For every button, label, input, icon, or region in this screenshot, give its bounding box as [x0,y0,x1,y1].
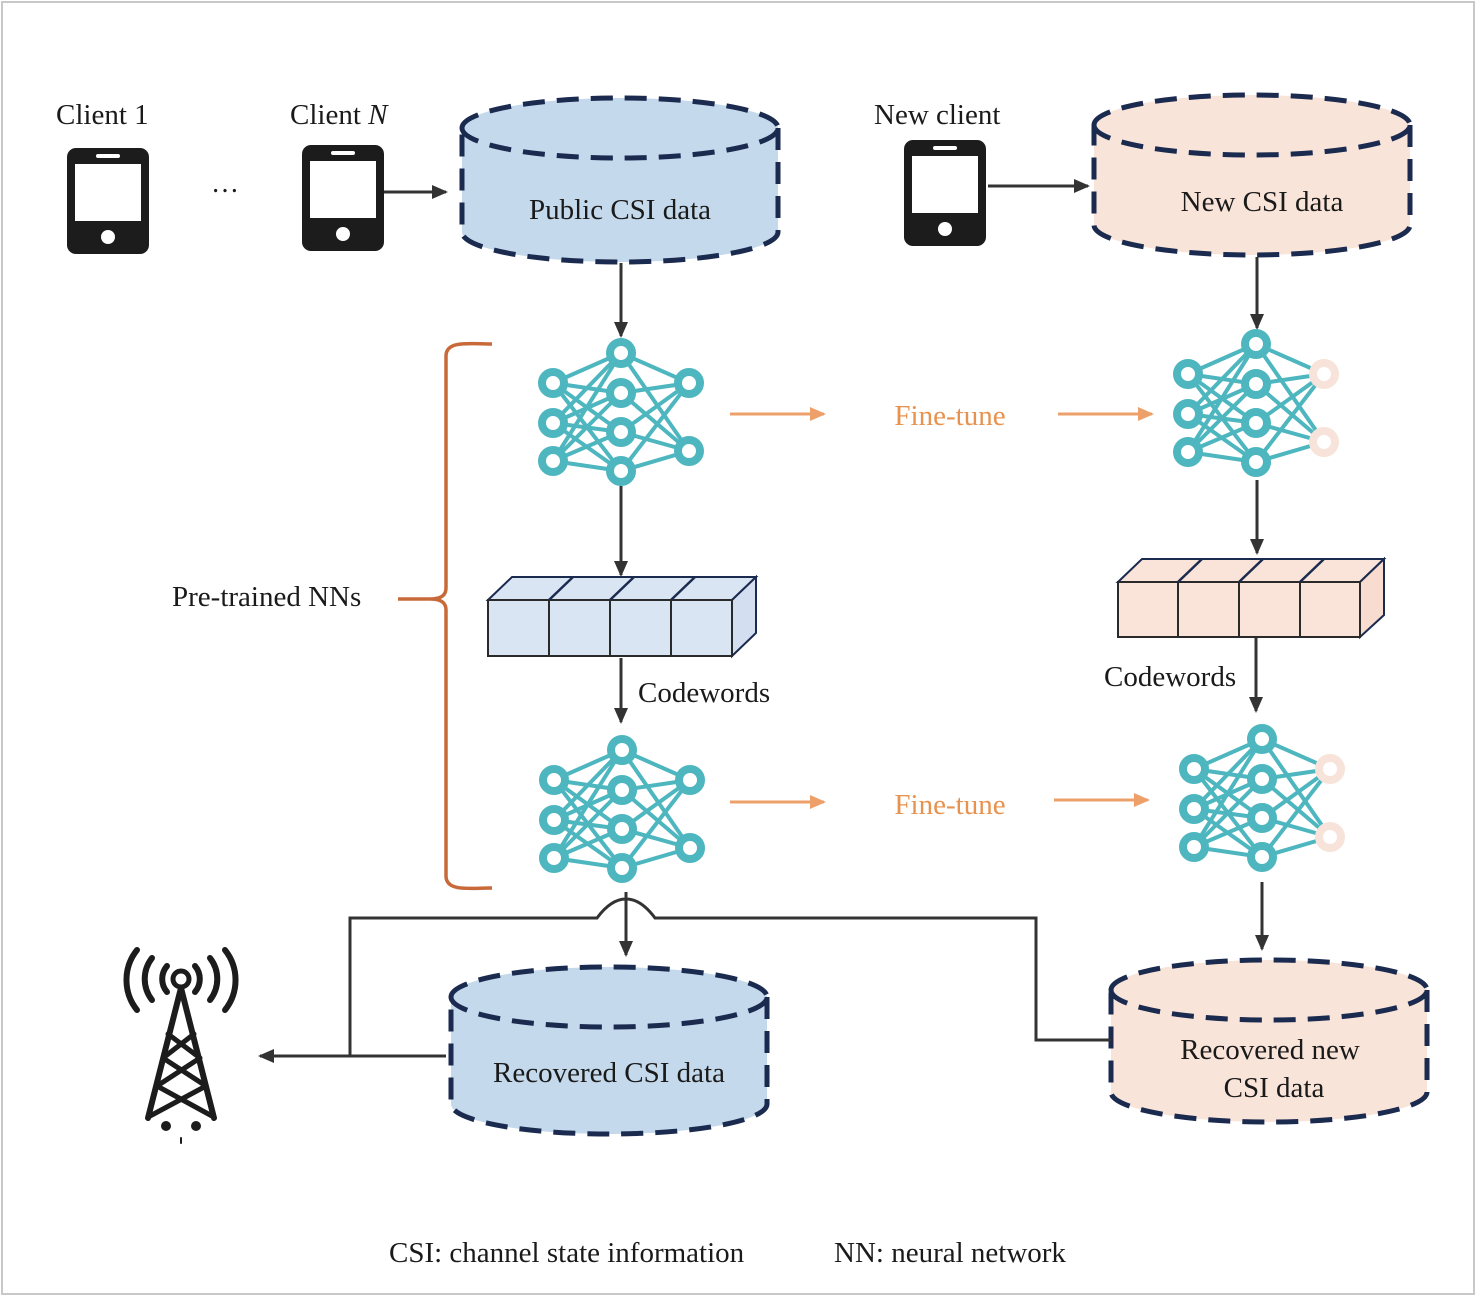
csi-definition: CSI: channel state information [389,1237,745,1269]
new-csi-database: New CSI data [1091,92,1413,258]
nn-input-node [538,368,568,398]
nn-new-output-node [1309,427,1339,457]
nn-input-node [1173,437,1203,467]
nn-edge [552,748,624,860]
codewords-label-left: Codewords [638,677,770,709]
public-csi-database: Public CSI data [459,95,781,265]
nn-edge [552,788,624,860]
codewords-label-right: Codewords [1104,661,1236,693]
nn-edge [1186,342,1258,416]
nn-input-node [538,446,568,476]
nn-input-node [1179,832,1209,862]
nn-hidden-node [607,814,637,844]
nn-input-node [538,408,568,438]
nn-output-node [675,765,705,795]
nn-output-node [674,436,704,466]
nn-edge [1260,767,1332,859]
nn-hidden-node [607,853,637,883]
nn-edge [1254,372,1326,464]
new-client-label: New client [874,99,1000,131]
nn-input-node [1179,754,1209,784]
client-n-label: Client N [290,99,389,131]
finetuned-decoder-nn-icon [1179,724,1345,872]
nn-hidden-node [606,456,636,486]
recovered-new-label-line1: Recovered new [1180,1034,1360,1066]
base-station-icon [123,947,239,1144]
codewords-block-left [485,574,759,659]
recovered-new-csi-database: Recovered new CSI data [1108,957,1430,1125]
nn-input-node [1173,359,1203,389]
nn-edge [551,351,623,425]
nn-new-output-node [1315,822,1345,852]
finetuned-encoder-nn-icon [1173,329,1339,477]
nn-input-node [539,805,569,835]
nn-new-output-node [1309,359,1339,389]
nn-edge [619,351,691,453]
ellipsis: … [211,168,239,199]
nn-hidden-node [606,378,636,408]
nn-edge [1254,342,1326,444]
nn-hidden-node [1247,803,1277,833]
encoder-nn-icon [538,338,704,486]
nn-hidden-node [1247,724,1277,754]
nn-hidden-node [1247,842,1277,872]
nn-edge [551,351,623,463]
pretrained-label: Pre-trained NNs [172,581,361,613]
finetune-label-bottom: Fine-tune [894,789,1005,821]
nn-hidden-node [606,417,636,447]
nn-input-node [1179,794,1209,824]
nn-input-node [1173,399,1203,429]
nn-new-output-node [1315,754,1345,784]
nn-edge [1186,382,1258,454]
nn-input-node [539,843,569,873]
public-csi-label: Public CSI data [529,194,711,226]
nn-edge [620,778,692,870]
nn-edge [552,748,624,822]
nn-hidden-node [1247,764,1277,794]
new-csi-label: New CSI data [1181,186,1344,218]
nn-hidden-node [1241,369,1271,399]
connector-recovered-to-bs [348,897,1111,1058]
phone-icon [67,148,149,254]
nn-hidden-node [607,775,637,805]
nn-edge [551,391,623,463]
nn-edge [1192,737,1264,811]
nn-hidden-node [1241,447,1271,477]
finetune-label-top: Fine-tune [894,400,1005,432]
codewords-block-right [1115,556,1387,640]
phone-icon [904,140,986,246]
nn-edge [1192,737,1264,849]
recovered-csi-database: Recovered CSI data [448,964,770,1137]
nn-output-node [675,833,705,863]
recovered-new-label-line2: CSI data [1224,1072,1325,1104]
nn-definition: NN: neural network [834,1237,1066,1269]
nn-edge [1260,737,1332,839]
nn-edge [620,748,692,850]
nn-hidden-node [607,735,637,765]
nn-hidden-node [606,338,636,368]
decoder-nn-icon [539,735,705,883]
pretrained-brace [398,341,493,891]
nn-edge [619,381,691,473]
nn-edge [1192,777,1264,849]
nn-input-node [539,765,569,795]
nn-hidden-node [1241,408,1271,438]
client-1-label: Client 1 [56,99,149,131]
nn-hidden-node [1241,329,1271,359]
recovered-csi-label: Recovered CSI data [493,1057,725,1089]
nn-output-node [674,368,704,398]
phone-icon [302,145,384,251]
nn-edge [1186,342,1258,454]
